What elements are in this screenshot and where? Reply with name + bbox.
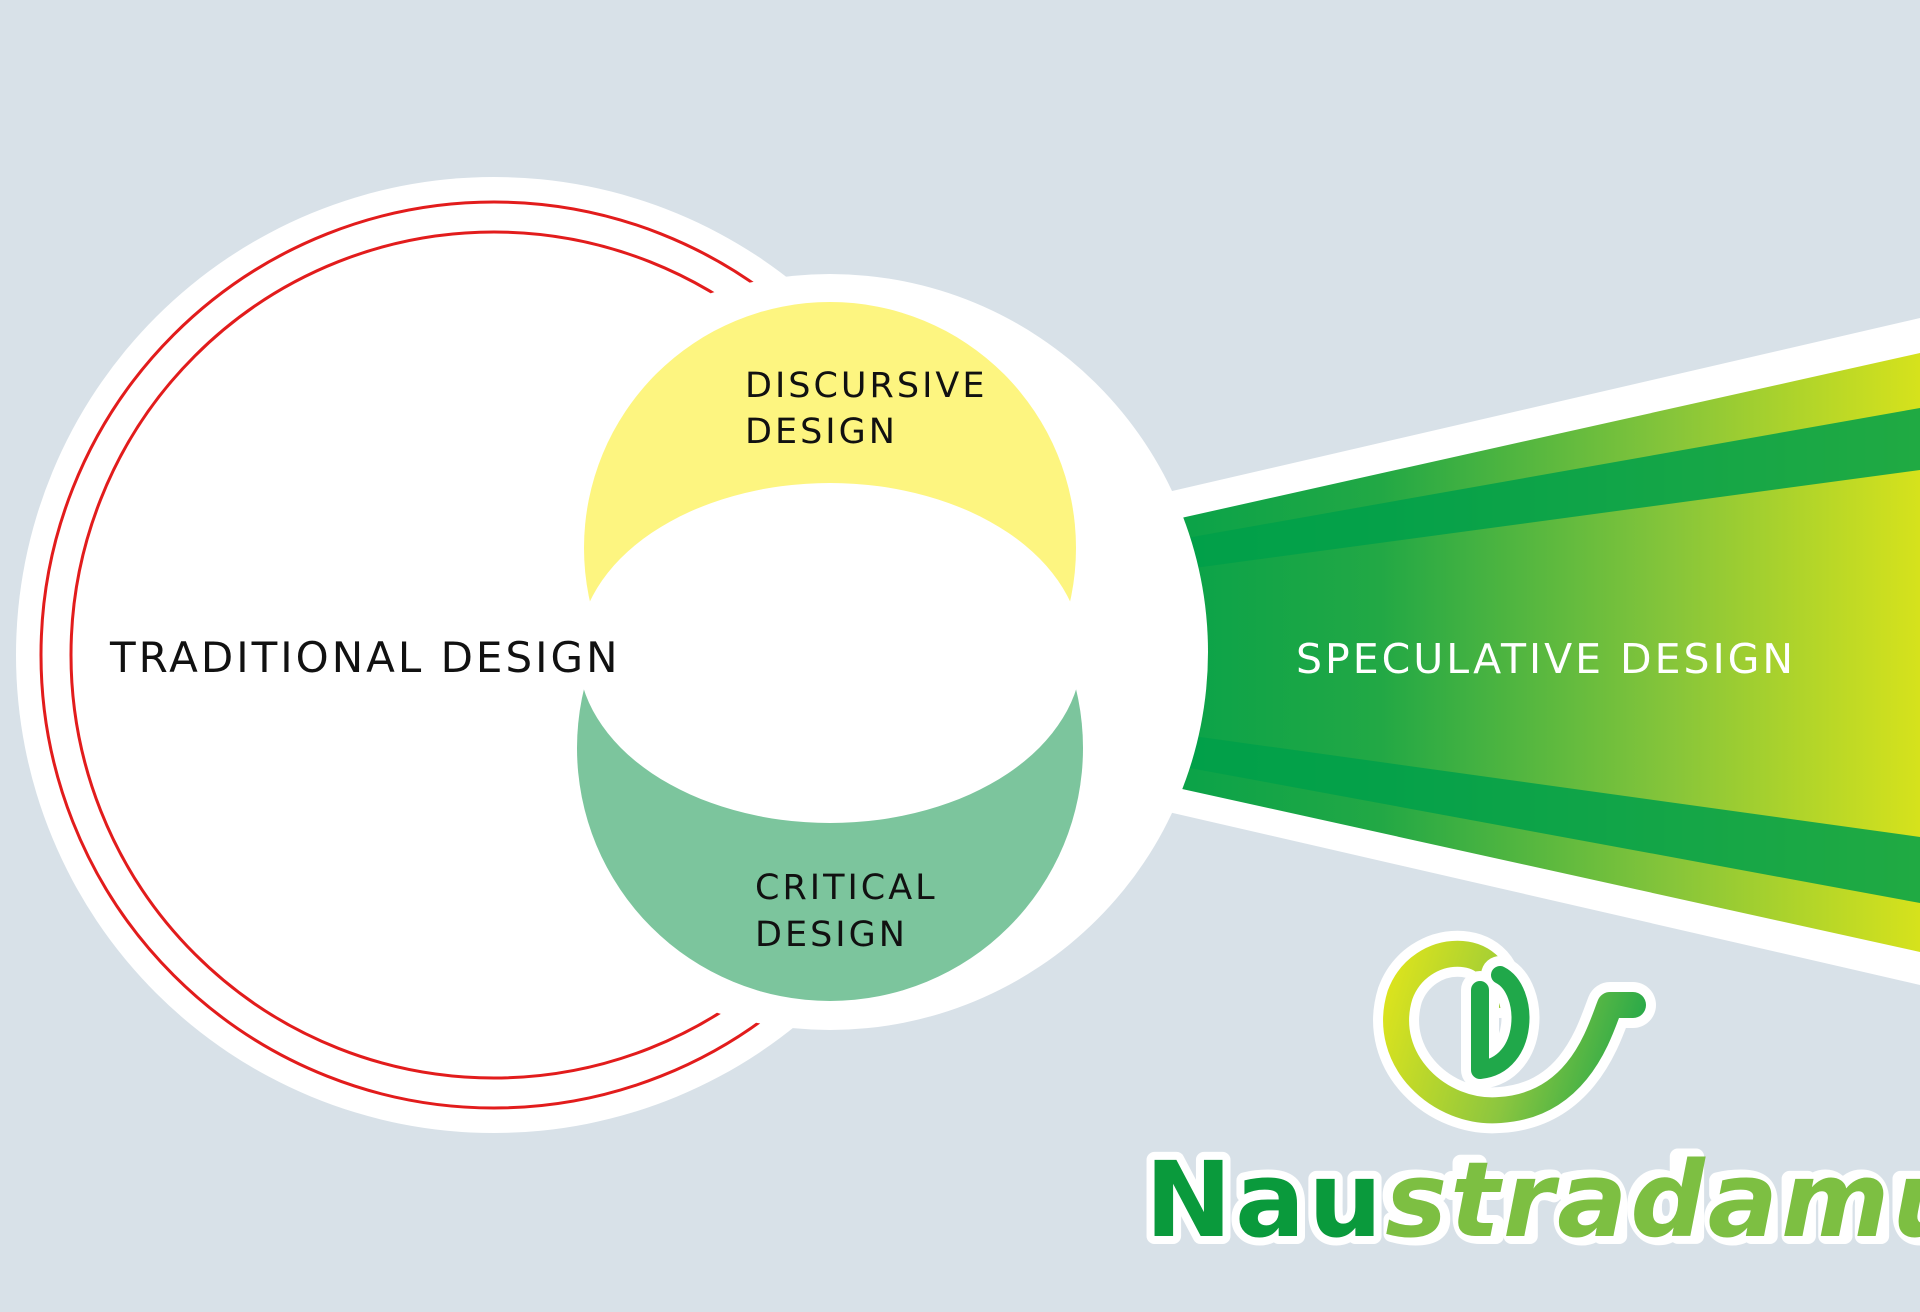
logo-swirl-icon <box>1373 930 1656 1134</box>
critical-label-line2: DESIGN <box>755 915 908 955</box>
logo-wordmark-outline: Naustradamus <box>1145 1139 1920 1261</box>
logo-text-part2: stradamus <box>1385 1139 1920 1261</box>
swirl-stroke <box>1383 940 1646 1124</box>
discursive-label-line2: DESIGN <box>745 412 898 452</box>
critical-label-line1: CRITICAL <box>755 868 938 908</box>
overlap-lens <box>578 483 1082 823</box>
discursive-label-line1: DISCURSIVE <box>745 366 987 406</box>
beam-bottom-stripe <box>1130 730 1920 903</box>
beam-gradient <box>1060 353 1920 952</box>
beam-top-stripe <box>1130 408 1920 574</box>
speculative-design-label: SPECULATIVE DESIGN <box>1296 635 1796 683</box>
traditional-design-label: TRADITIONAL DESIGN <box>109 633 620 682</box>
swirl-inner-stroke <box>1471 966 1530 1079</box>
logo-wordmark: Naustradamus <box>1145 1139 1920 1261</box>
discursive-critical-circle <box>452 274 1208 1030</box>
naustradamus-logo: Naustradamus Naustradamus <box>1137 930 1920 1269</box>
speculative-beam <box>1060 318 1920 985</box>
logo-text-part1: Nau <box>1145 1139 1385 1261</box>
